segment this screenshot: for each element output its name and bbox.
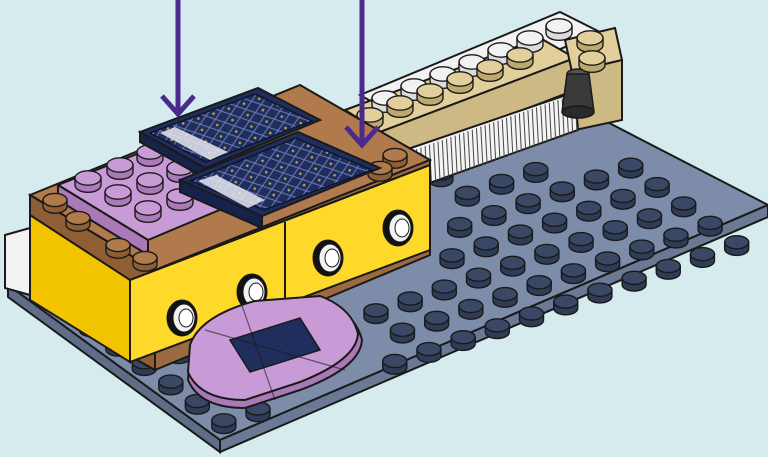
stud xyxy=(482,206,506,226)
stud xyxy=(672,197,696,217)
stud xyxy=(550,182,574,202)
stud xyxy=(569,233,593,253)
stud xyxy=(588,283,612,303)
stud xyxy=(603,221,627,241)
cone-piece xyxy=(562,69,594,118)
stud xyxy=(448,218,472,238)
stud xyxy=(520,307,544,327)
stud xyxy=(43,193,67,213)
stud xyxy=(477,60,503,81)
stud xyxy=(390,323,414,343)
stud xyxy=(440,249,464,269)
stud xyxy=(364,304,388,324)
stud xyxy=(516,194,540,214)
stud xyxy=(725,236,749,256)
stud xyxy=(561,264,585,284)
stud xyxy=(133,251,157,271)
stud xyxy=(535,244,559,264)
stud xyxy=(135,201,161,222)
stud xyxy=(637,209,661,229)
stud xyxy=(137,173,163,194)
stud xyxy=(417,84,443,105)
stud xyxy=(554,295,578,315)
stud xyxy=(447,72,473,93)
knob xyxy=(167,300,197,336)
stud xyxy=(490,174,514,194)
stud xyxy=(432,280,456,300)
stud xyxy=(474,237,498,257)
stud xyxy=(622,271,646,291)
stud xyxy=(212,414,236,434)
stud xyxy=(690,248,714,268)
stud xyxy=(664,228,688,248)
stud xyxy=(417,343,441,363)
stud xyxy=(451,331,475,351)
knob xyxy=(313,240,343,276)
stud xyxy=(159,375,183,395)
stud xyxy=(387,96,413,117)
stud xyxy=(546,19,572,40)
stud xyxy=(698,216,722,236)
stud xyxy=(584,170,608,190)
stud xyxy=(75,171,101,192)
white-side-wall xyxy=(5,228,30,295)
stud xyxy=(106,238,130,258)
knob xyxy=(383,210,413,246)
stud xyxy=(383,354,407,374)
stud xyxy=(467,268,491,288)
stud xyxy=(579,51,605,72)
stud xyxy=(107,158,133,179)
stud xyxy=(656,259,680,279)
stud xyxy=(543,213,567,233)
stud xyxy=(508,225,532,245)
stud xyxy=(425,311,449,331)
stud xyxy=(493,288,517,308)
stud xyxy=(527,276,551,296)
stud xyxy=(105,185,131,206)
stud xyxy=(66,211,90,231)
stud xyxy=(485,319,509,339)
stud xyxy=(645,178,669,198)
stud xyxy=(611,189,635,209)
stud xyxy=(524,163,548,183)
stud xyxy=(577,31,603,52)
stud xyxy=(459,299,483,319)
stud xyxy=(596,252,620,272)
stud xyxy=(455,186,479,206)
stud xyxy=(507,48,533,69)
stud xyxy=(577,201,601,221)
stud xyxy=(501,256,525,276)
stud xyxy=(630,240,654,260)
stud xyxy=(619,158,643,178)
stud xyxy=(398,292,422,312)
